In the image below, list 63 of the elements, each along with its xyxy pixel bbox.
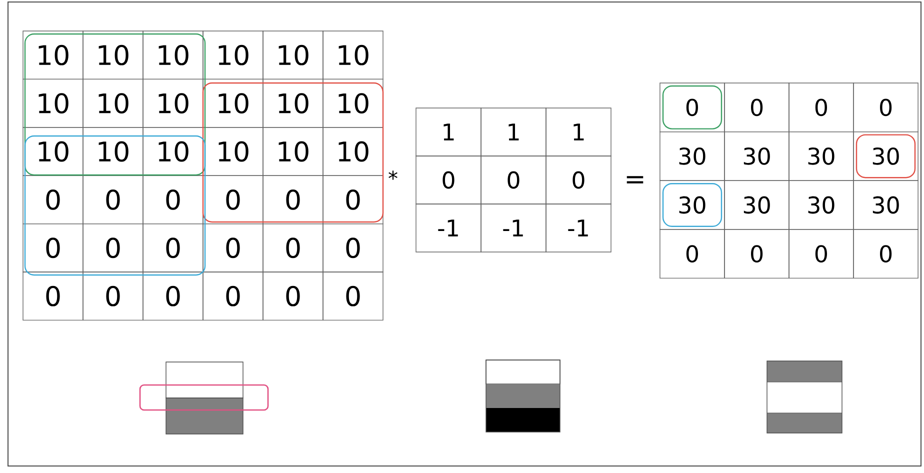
table-cell: 0 bbox=[142, 175, 204, 224]
table-cell: 10 bbox=[262, 30, 324, 80]
table-cell: 0 bbox=[853, 82, 918, 132]
table-cell: 10 bbox=[142, 127, 204, 176]
table-cell: 10 bbox=[82, 30, 144, 80]
table-cell: 0 bbox=[82, 175, 144, 224]
table-cell: 0 bbox=[480, 156, 546, 204]
table-cell: 0 bbox=[853, 229, 918, 279]
table-cell: -1 bbox=[480, 204, 546, 252]
table-cell: 1 bbox=[416, 108, 482, 156]
table-cell: 0 bbox=[262, 175, 324, 224]
table-cell: 0 bbox=[202, 175, 264, 224]
table-cell: 0 bbox=[546, 156, 612, 204]
table-cell: 10 bbox=[322, 78, 384, 128]
table-cell: 0 bbox=[724, 82, 790, 132]
table-cell: 30 bbox=[724, 180, 790, 230]
table-cell: 10 bbox=[22, 127, 84, 176]
table-cell: 30 bbox=[660, 180, 725, 230]
table-cell: 30 bbox=[724, 131, 790, 181]
table-cell: 0 bbox=[22, 272, 84, 321]
table-cell: 0 bbox=[660, 229, 725, 279]
table-cell: 10 bbox=[22, 78, 84, 128]
table-cell: 10 bbox=[322, 127, 384, 176]
table-cell: 0 bbox=[322, 223, 384, 272]
table-cell: 0 bbox=[82, 272, 144, 321]
table-cell: 1 bbox=[546, 108, 612, 156]
table-cell: 1 bbox=[480, 108, 546, 156]
table-cell: -1 bbox=[416, 204, 482, 252]
table-cell: 10 bbox=[82, 78, 144, 128]
table-cell: 0 bbox=[788, 82, 854, 132]
table-cell: 0 bbox=[322, 175, 384, 224]
table-cell: 0 bbox=[322, 272, 384, 321]
table-cell: 10 bbox=[22, 30, 84, 80]
table-cell: 10 bbox=[262, 78, 324, 128]
equals-sign: = bbox=[626, 176, 644, 184]
table-cell: 30 bbox=[853, 131, 918, 181]
table-cell: 0 bbox=[22, 175, 84, 224]
table-cell: 0 bbox=[22, 223, 84, 272]
table-cell: 10 bbox=[262, 127, 324, 176]
table-cell: 10 bbox=[202, 30, 264, 80]
table-cell: 0 bbox=[202, 223, 264, 272]
table-cell: 0 bbox=[202, 272, 264, 321]
table-cell: -1 bbox=[546, 204, 612, 252]
table-cell: 0 bbox=[788, 229, 854, 279]
table-cell: 0 bbox=[262, 223, 324, 272]
multiply-sign: * bbox=[388, 170, 398, 180]
table-cell: 10 bbox=[142, 30, 204, 80]
table-cell: 30 bbox=[788, 180, 854, 230]
table-cell: 0 bbox=[142, 272, 204, 321]
table-cell: 0 bbox=[416, 156, 482, 204]
table-cell: 30 bbox=[853, 180, 918, 230]
table-cell: 0 bbox=[262, 272, 324, 321]
table-cell: 10 bbox=[82, 127, 144, 176]
table-cell: 10 bbox=[322, 30, 384, 80]
table-cell: 0 bbox=[660, 82, 725, 132]
table-cell: 0 bbox=[142, 223, 204, 272]
table-cell: 30 bbox=[788, 131, 854, 181]
table-cell: 30 bbox=[660, 131, 725, 181]
table-cell: 10 bbox=[142, 78, 204, 128]
table-cell: 0 bbox=[724, 229, 790, 279]
table-cell: 10 bbox=[202, 78, 264, 128]
table-cell: 10 bbox=[202, 127, 264, 176]
table-cell: 0 bbox=[82, 223, 144, 272]
